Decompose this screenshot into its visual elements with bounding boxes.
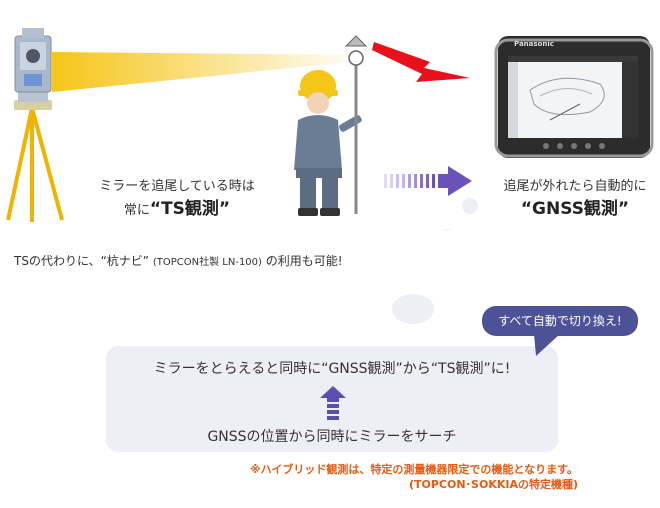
callout-label: すべて自動で切り換え!	[482, 306, 638, 336]
footnote-line2: (TOPCON･SOKKIAの特定機種)	[408, 478, 578, 491]
light-beam	[52, 52, 350, 92]
ts-note-suffix: の利用も可能!	[265, 254, 343, 268]
cloud-bottom-text: GNSSの位置から同時にミラーをサーチ	[207, 429, 457, 445]
ts-note: TSの代わりに、“杭ナビ” (TOPCON社製 LN-100) の利用も可能!	[14, 252, 343, 269]
cloud-top-text: ミラーをとらえると同時に“GNSS観測”から“TS観測”に!	[153, 361, 511, 377]
left-caption: ミラーを追尾している時は 常に“TS観測”	[92, 176, 262, 222]
callout-tail	[534, 334, 560, 356]
footnote: ※ハイブリッド観測は、特定の測量機器限定での機能となります。 (TOPCON･S…	[200, 462, 578, 492]
up-arrow-icon	[320, 386, 346, 420]
left-caption-line2: 常に“TS観測”	[92, 198, 262, 222]
ts-note-prefix: TSの代わりに、	[14, 254, 101, 268]
right-caption-line1: 追尾が外れたら自動的に	[503, 179, 647, 194]
surveyor-worker-icon	[294, 70, 362, 216]
left-caption-line1: ミラーを追尾している時は	[99, 179, 255, 194]
prism-pole-icon	[344, 35, 368, 214]
footnote-line1: ※ハイブリッド観測は、特定の測量機器限定での機能となります。	[249, 463, 578, 476]
ts-note-model: (TOPCON社製 LN-100)	[152, 257, 262, 268]
ts-note-highlight: “杭ナビ”	[100, 254, 150, 268]
illustration	[6, 28, 654, 230]
search-cloud-panel: ミラーをとらえると同時に“GNSS観測”から“TS観測”に! GNSSの位置から…	[106, 346, 558, 452]
ts-observation-label: “TS観測”	[149, 199, 231, 219]
signal-bolt-icon	[372, 42, 470, 82]
left-caption-prefix: 常に	[123, 203, 150, 218]
transition-arrow-icon	[384, 166, 472, 196]
thought-dot-large	[392, 294, 434, 324]
tablet-brand-label: Panasonic	[514, 40, 554, 48]
tablet-icon	[494, 36, 654, 158]
auto-switch-callout: すべて自動で切り換え!	[482, 306, 638, 356]
total-station-icon	[6, 28, 64, 222]
thought-dot-medium	[442, 229, 452, 230]
gnss-observation-label: “GNSS観測”	[520, 199, 630, 219]
right-caption: 追尾が外れたら自動的に “GNSS観測”	[500, 176, 650, 222]
thought-dot-small	[462, 198, 478, 214]
